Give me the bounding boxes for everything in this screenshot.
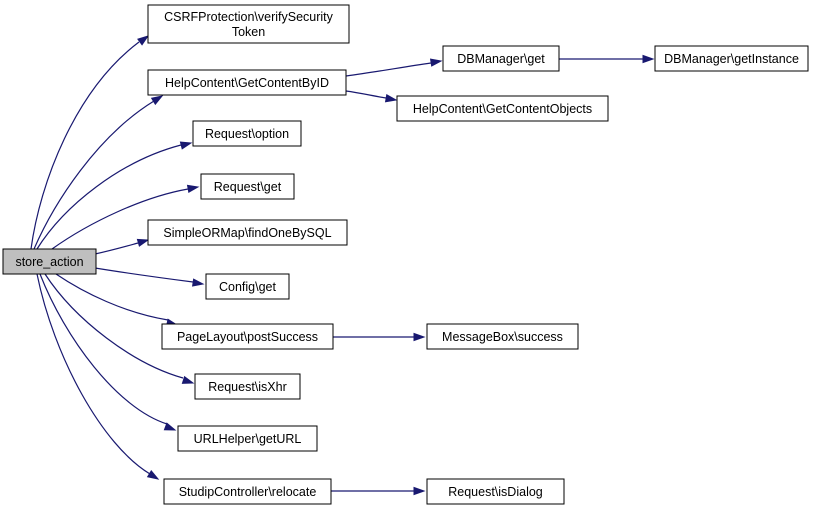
arrowhead-icon: [642, 54, 655, 64]
edge-studip_relocate-to-request_isdialog: [330, 486, 426, 496]
arrowhead-icon: [413, 332, 426, 342]
node-label: store_action: [15, 255, 83, 269]
node-request-option[interactable]: Request\option: [192, 120, 302, 147]
node-box: [2, 248, 97, 275]
edge-line: [345, 90, 387, 99]
arrowhead-icon: [163, 422, 177, 431]
arrowhead-icon: [146, 469, 160, 480]
edge-store_action-to-config_get: [94, 267, 205, 287]
node-box: [161, 323, 334, 350]
node-request-isxhr[interactable]: Request\isXhr: [194, 373, 301, 400]
node-label: Request\isXhr: [208, 380, 287, 394]
node-label: CSRFProtection\verifySecurity: [164, 10, 334, 24]
edge-dbmanager_get-to-dbmanager_instance: [559, 54, 655, 64]
node-box: [177, 425, 318, 452]
edge-line: [36, 144, 182, 250]
node-box: [163, 478, 332, 505]
edge-line: [33, 100, 155, 250]
arrowhead-icon: [137, 35, 150, 46]
nodes-layer: store_action CSRFProtection\verifySecurit…: [2, 4, 809, 505]
edge-line: [51, 188, 189, 250]
edge-helpcontent_get-to-dbmanager_get: [345, 58, 443, 77]
edge-store_action-to-csrf: [30, 35, 150, 250]
node-label: MessageBox\success: [442, 330, 563, 344]
edge-store_action-to-request_isxhr: [44, 273, 195, 384]
node-label: PageLayout\postSuccess: [177, 330, 318, 344]
arrowhead-icon: [150, 95, 164, 106]
edges-layer: [30, 35, 655, 496]
node-helpcontent-objects[interactable]: HelpContent\GetContentObjects: [396, 95, 609, 122]
node-label: DBManager\get: [457, 52, 545, 66]
node-box: [205, 273, 290, 300]
node-label: StudipController\relocate: [179, 485, 317, 499]
node-store-action[interactable]: store_action: [2, 248, 97, 275]
node-messagebox[interactable]: MessageBox\success: [426, 323, 579, 350]
edge-line: [55, 273, 169, 321]
arrowhead-icon: [136, 238, 150, 247]
node-label: Token: [232, 25, 265, 39]
node-label: HelpContent\GetContentObjects: [413, 102, 592, 116]
edge-line: [30, 41, 140, 250]
edge-pagelayout-to-messagebox: [332, 332, 426, 342]
node-label: Request\option: [205, 127, 289, 141]
node-box: [200, 173, 295, 200]
arrowhead-icon: [186, 184, 200, 194]
node-box: [654, 45, 809, 72]
edge-line: [36, 273, 151, 475]
node-box: [147, 69, 347, 96]
node-request-isdialog[interactable]: Request\isDialog: [426, 478, 565, 505]
node-config-get[interactable]: Config\get: [205, 273, 290, 300]
arrowhead-icon: [384, 94, 398, 103]
node-box: [194, 373, 301, 400]
node-label: DBManager\getInstance: [664, 52, 799, 66]
edge-line: [94, 267, 194, 283]
arrowhead-icon: [413, 486, 426, 496]
node-box: [192, 120, 302, 147]
edge-store_action-to-request_get: [51, 184, 200, 250]
node-label: Request\isDialog: [448, 485, 543, 499]
edge-store_action-to-simpleormap: [94, 238, 150, 255]
edge-line: [345, 62, 432, 77]
node-dbmanager-instance[interactable]: DBManager\getInstance: [654, 45, 809, 72]
node-label: Request\get: [214, 180, 282, 194]
node-request-get[interactable]: Request\get: [200, 173, 295, 200]
node-box: [396, 95, 609, 122]
edge-line: [39, 273, 168, 425]
node-box: [426, 323, 579, 350]
node-label: Config\get: [219, 280, 277, 294]
arrowhead-icon: [429, 58, 443, 67]
edge-line: [44, 273, 184, 379]
node-label: HelpContent\GetContentByID: [165, 76, 329, 90]
node-urlhelper[interactable]: URLHelper\getURL: [177, 425, 318, 452]
edge-line: [94, 242, 139, 255]
edge-store_action-to-pagelayout: [55, 273, 179, 327]
node-box: [147, 4, 350, 44]
arrowhead-icon: [179, 141, 193, 150]
edge-store_action-to-helpcontent_get: [33, 95, 164, 250]
node-simpleormap[interactable]: SimpleORMap\findOneBySQL: [147, 219, 348, 246]
arrowhead-icon: [181, 375, 195, 384]
node-label: URLHelper\getURL: [194, 432, 302, 446]
node-pagelayout[interactable]: PageLayout\postSuccess: [161, 323, 334, 350]
node-box: [426, 478, 565, 505]
edge-store_action-to-request_option: [36, 141, 193, 250]
arrowhead-icon: [192, 278, 205, 287]
node-dbmanager-get[interactable]: DBManager\get: [442, 45, 560, 72]
edge-store_action-to-urlhelper: [39, 273, 177, 431]
node-label: SimpleORMap\findOneBySQL: [163, 226, 331, 240]
node-box: [442, 45, 560, 72]
node-helpcontent-get[interactable]: HelpContent\GetContentByID: [147, 69, 347, 96]
node-box: [147, 219, 348, 246]
node-studip-relocate[interactable]: StudipController\relocate: [163, 478, 332, 505]
edge-store_action-to-studip_relocate: [36, 273, 160, 480]
edge-helpcontent_get-to-helpcontent_objects: [345, 90, 398, 103]
